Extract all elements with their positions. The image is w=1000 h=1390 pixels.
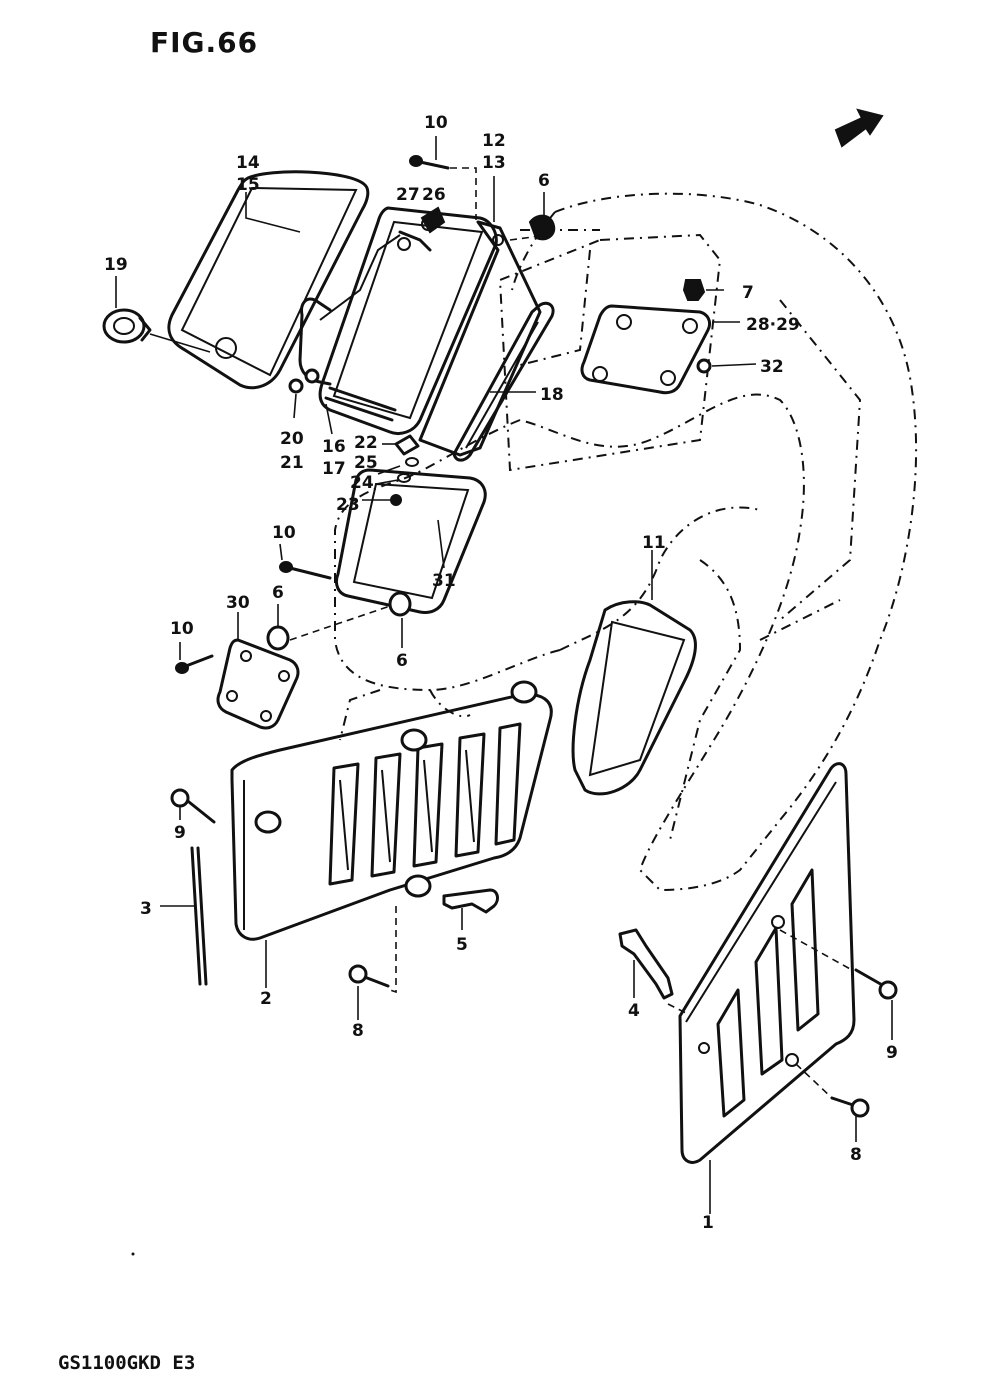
callout-labels: 1 2 3 4 5 6 6 6 7 8 8 9 9 10 10 10 11 12… [104,113,898,1233]
callout-15: 15 [236,175,260,195]
callout-32: 32 [760,357,784,377]
callout-19: 19 [104,255,128,275]
callout-31: 31 [432,571,456,591]
callout-8-right: 8 [850,1145,862,1165]
callout-2: 2 [260,989,272,1009]
callout-9-right: 9 [886,1043,898,1063]
gasket-frame [334,468,487,614]
mounting-bracket [618,928,674,1000]
small-bracket [394,434,420,456]
callout-4: 4 [628,1001,640,1021]
callout-7: 7 [742,283,754,303]
grommet [102,308,152,344]
callout-1: 1 [702,1213,714,1233]
callout-26: 26 [422,185,446,205]
callout-27: 27 [396,185,420,205]
washer-top [528,214,556,241]
clamp-bracket [397,206,446,252]
callout-22: 22 [354,433,378,453]
side-window-glass [167,170,370,390]
housing-case [298,206,498,435]
lid-plate [580,304,712,395]
callout-30: 30 [226,593,250,613]
model-code: GS1100GKD E3 [58,1352,196,1374]
rear-fender-outline [334,192,918,892]
bolt-middle [279,561,332,580]
callout-8-left: 8 [352,1021,364,1041]
stray-dot [131,1252,135,1256]
callout-18: 18 [540,385,564,405]
callout-16: 16 [322,437,346,457]
right-side-cover [678,762,856,1164]
callout-21: 21 [280,453,304,473]
leader-lines [115,136,893,1214]
callout-6-top: 6 [538,171,550,191]
callout-10-top: 10 [424,113,448,133]
cover-frame [418,220,542,457]
washer-middle [266,591,412,651]
bolt-side-left [170,788,216,824]
callout-5: 5 [456,935,468,955]
callout-20: 20 [280,429,304,449]
bolt-bottom-right [830,1096,870,1118]
callout-6-left: 6 [272,583,284,603]
bolt-side-right [854,968,898,1000]
callout-14: 14 [236,153,260,173]
nut [682,279,706,301]
front-direction-arrow-icon [834,108,884,148]
cable-clip [442,888,499,914]
callout-24: 24 [350,473,374,493]
seal-strip [452,301,555,462]
bolt-bracket [288,368,320,394]
figure-title: FIG.66 [150,26,259,59]
callout-6-bottom: 6 [396,651,408,671]
callout-23: 23 [336,495,360,515]
bolt-lower [175,654,214,674]
screw [696,358,712,374]
bolt-top [409,155,450,170]
cover-studs [254,680,538,898]
callout-3: 3 [140,899,152,919]
callout-10-lower: 10 [170,619,194,639]
callout-28-29: 28·29 [746,315,800,335]
retaining-rod [190,846,208,986]
callout-25: 25 [354,453,378,473]
callout-12: 12 [482,131,506,151]
callout-10-middle: 10 [272,523,296,543]
callout-17: 17 [322,459,346,479]
cover-plate [216,638,300,730]
left-side-cover [230,692,553,941]
inner-cover-window [571,600,697,796]
callout-9-left: 9 [174,823,186,843]
callout-13: 13 [482,153,506,173]
callout-11: 11 [642,533,666,553]
screw-washer-set [390,457,419,506]
bolt-bottom-left [348,964,390,988]
